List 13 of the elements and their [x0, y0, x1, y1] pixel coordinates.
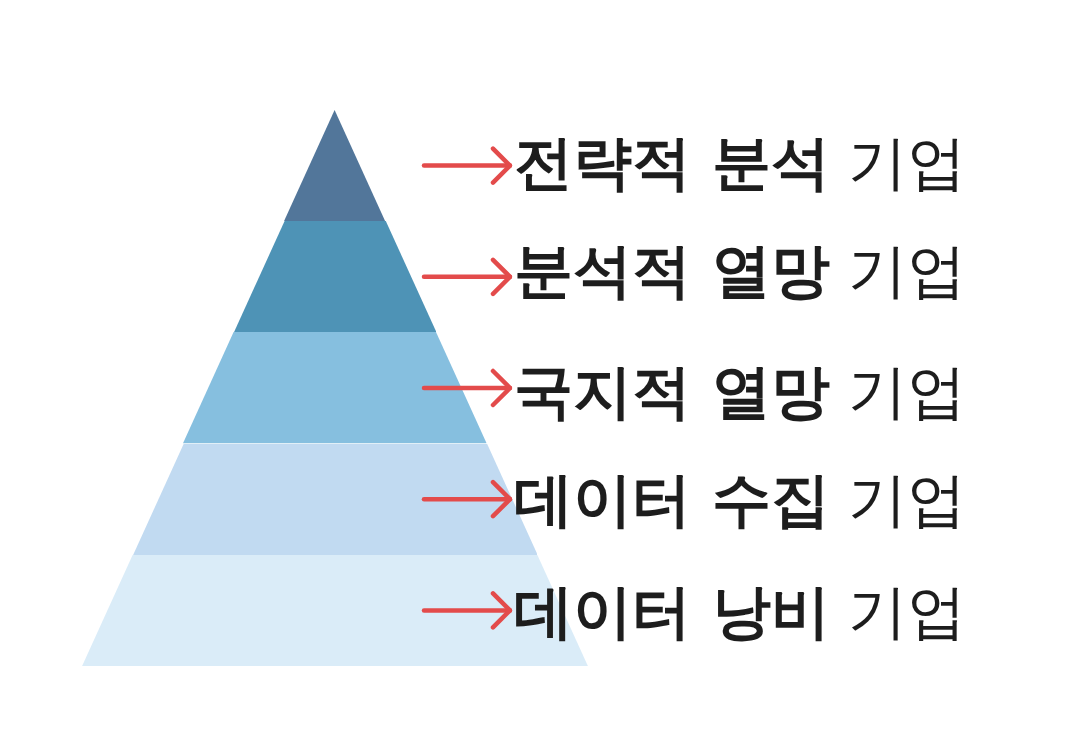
tier-label: 데이터 낭비 기업 — [514, 578, 967, 646]
tier-label: 전략적 분석 기업 — [514, 129, 967, 197]
arrow — [421, 146, 513, 185]
arrow — [421, 591, 513, 630]
arrow — [421, 257, 513, 297]
tier-label: 분석적 열망 기업 — [514, 237, 967, 305]
arrow — [421, 479, 513, 519]
tier-label: 국지적 열망 기업 — [514, 358, 967, 426]
pyramid-tier — [233, 221, 437, 333]
tier-label: 데이터 수집 기업 — [514, 466, 967, 534]
pyramid-tier — [284, 110, 386, 222]
pyramid-tier — [183, 332, 487, 444]
arrow — [421, 368, 513, 408]
